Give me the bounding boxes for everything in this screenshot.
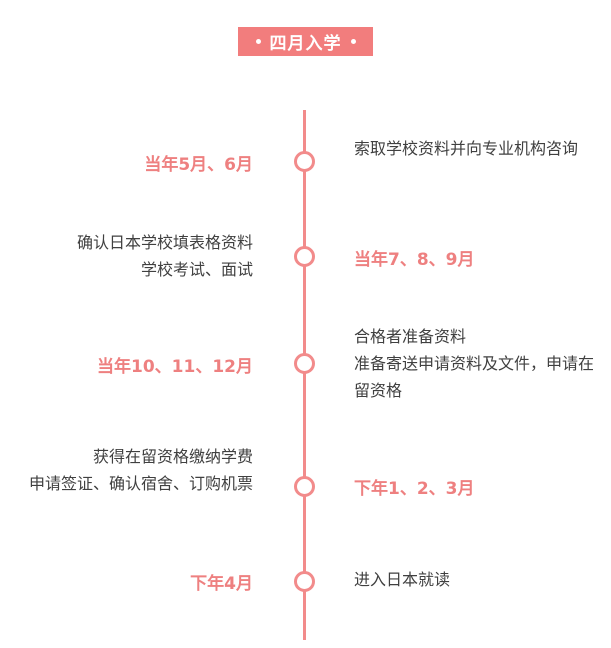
timeline-node-3 bbox=[294, 353, 315, 374]
step-2-line-1: 确认日本学校填表格资料 bbox=[76, 233, 253, 252]
page-title: 四月入学 bbox=[269, 34, 342, 54]
step-3-line-2: 准备寄送申请资料及文件，申请在留资格 bbox=[354, 354, 595, 400]
step-3-date: 当年10、11、12月 bbox=[97, 357, 253, 377]
timeline-node-5 bbox=[294, 571, 315, 592]
step-3-description: 合格者准备资料 准备寄送申请资料及文件，申请在留资格 bbox=[354, 323, 608, 404]
step-4-description: 获得在留资格缴纳学费 申请签证、确认宿舍、订购机票 bbox=[0, 443, 253, 497]
title-badge: 四月入学 bbox=[238, 27, 373, 56]
step-2-description: 确认日本学校填表格资料 学校考试、面试 bbox=[0, 229, 253, 283]
step-5-description: 进入日本就读 bbox=[354, 566, 608, 593]
step-4-line-2: 申请签证、确认宿舍、订购机票 bbox=[28, 474, 253, 493]
timeline-line bbox=[303, 110, 306, 640]
step-4-date: 下年1、2、3月 bbox=[354, 479, 475, 499]
step-1-description: 索取学校资料并向专业机构咨询 bbox=[354, 135, 608, 162]
timeline-node-2 bbox=[294, 246, 315, 267]
step-4-line-1: 获得在留资格缴纳学费 bbox=[92, 447, 253, 466]
timeline-node-1 bbox=[294, 151, 315, 172]
step-5-line-1: 进入日本就读 bbox=[354, 570, 451, 589]
badge-dot-left bbox=[255, 39, 261, 44]
step-5-date: 下年4月 bbox=[190, 574, 253, 594]
timeline-node-4 bbox=[294, 476, 315, 497]
step-1-line-1: 索取学校资料并向专业机构咨询 bbox=[354, 139, 579, 158]
badge-dot-right bbox=[350, 39, 356, 44]
step-1-date: 当年5月、6月 bbox=[144, 155, 253, 175]
step-3-line-1: 合格者准备资料 bbox=[354, 327, 467, 346]
step-2-line-2: 学校考试、面试 bbox=[140, 260, 253, 279]
step-2-date: 当年7、8、9月 bbox=[354, 250, 475, 270]
